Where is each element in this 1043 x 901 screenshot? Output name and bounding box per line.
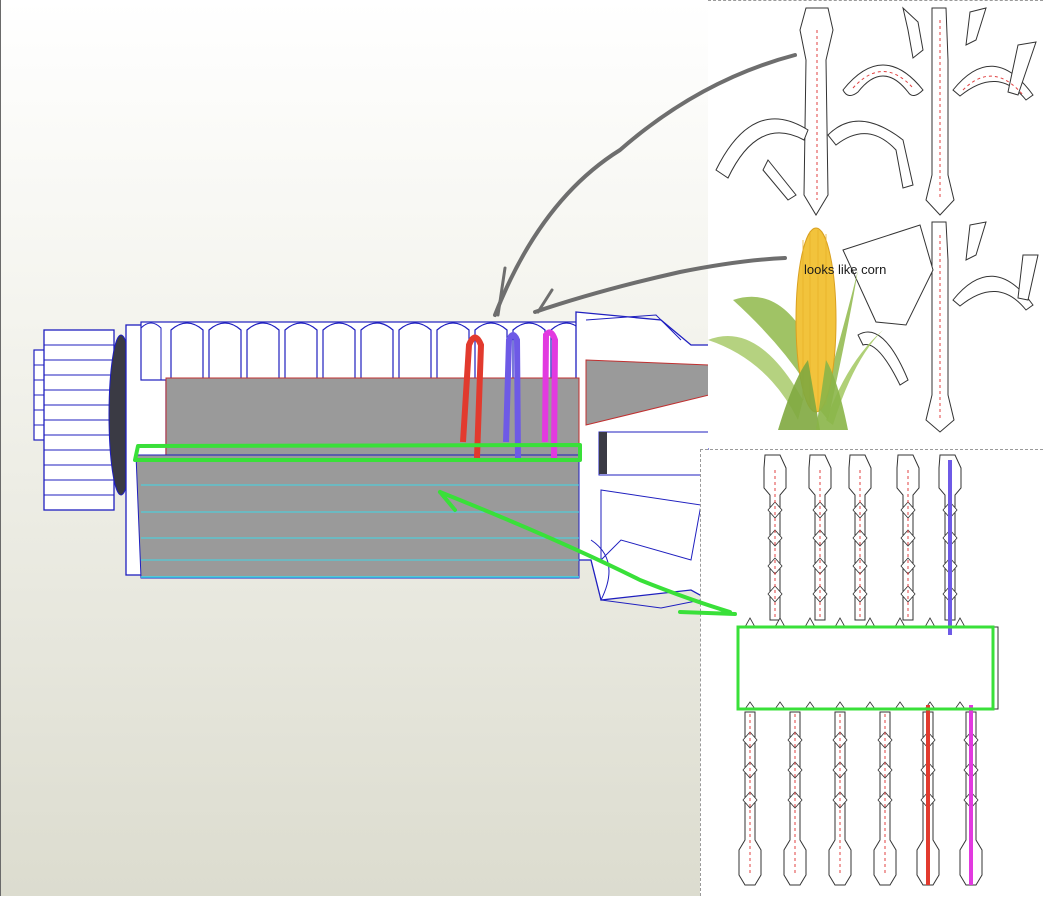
pattern-sheet-top[interactable]: [708, 0, 1043, 448]
rib-pattern-pieces: [708, 6, 1039, 433]
sheet-border-top: [708, 0, 1043, 1]
pattern-sheet-bottom[interactable]: [700, 450, 1043, 896]
3d-model-viewport[interactable]: [0, 0, 710, 896]
strip-pattern-pieces: [736, 454, 999, 886]
corn-annotation-label: looks like corn: [804, 262, 887, 277]
rib-highlight-strips: [460, 329, 559, 463]
corn-cob-icon: [708, 227, 883, 430]
sheet-divider: [700, 449, 1043, 450]
sheet-border-left: [700, 449, 701, 896]
receiver-body: [575, 311, 710, 609]
barrel-shroud: [135, 377, 580, 579]
gun-barrel-model: [33, 311, 710, 609]
